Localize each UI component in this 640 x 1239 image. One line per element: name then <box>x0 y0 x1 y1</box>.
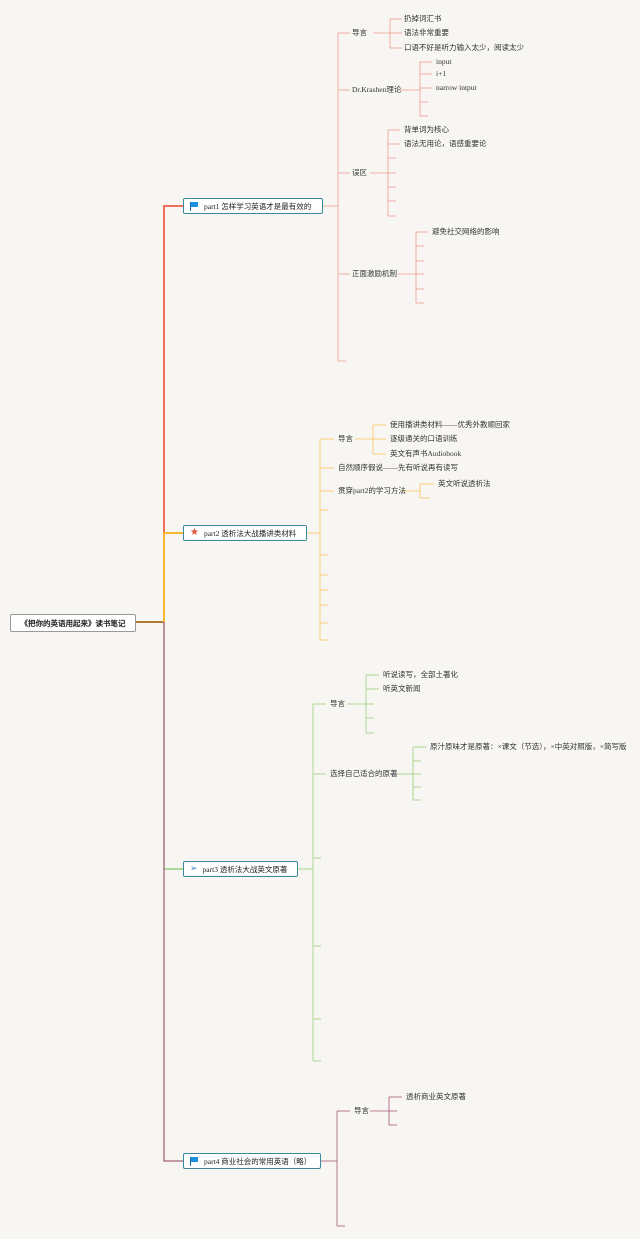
part3-topic[interactable]: ➢ part3 透析法大战英文原著 <box>183 861 298 877</box>
part1-mistakes-item-2[interactable]: 语法无用论，语感重要论 <box>404 139 487 148</box>
part1-motivation-item-1[interactable]: 避免社交网络的影响 <box>432 227 500 236</box>
part4-intro-label[interactable]: 导言 <box>354 1106 369 1115</box>
part4-title: part4 商业社会的常用英语（略） <box>204 1156 312 1166</box>
part2-title: part2 透析法大战播讲类材料 <box>203 528 297 538</box>
part3-intro-item-2[interactable]: 听英文新闻 <box>383 684 421 693</box>
part1-mistakes-label[interactable]: 误区 <box>352 168 367 177</box>
part2-method-label[interactable]: 贯穿part2的学习方法 <box>338 486 406 495</box>
part1-motivation-label[interactable]: 正面激励机制 <box>352 269 397 278</box>
part3-choose-item-1[interactable]: 原汁原味才是原著：×课文（节选），×中英对照版，×简写版 <box>430 742 627 751</box>
part2-intro-item-1[interactable]: 使用播讲类材料——优秀外教顺回家 <box>390 420 510 429</box>
part2-intro-label[interactable]: 导言 <box>338 434 353 443</box>
part1-intro-label[interactable]: 导言 <box>352 28 367 37</box>
part3-title: part3 透析法大战英文原著 <box>202 864 288 874</box>
star-icon: ★ <box>190 527 199 538</box>
part1-intro-item-1[interactable]: 扔掉词汇书 <box>404 14 442 23</box>
part4-intro-item-1[interactable]: 透析商业英文原著 <box>406 1092 466 1101</box>
part1-topic[interactable]: part1 怎样学习英语才是最有效的 <box>183 198 323 214</box>
flag-icon <box>190 1156 199 1166</box>
part3-intro-label[interactable]: 导言 <box>330 699 345 708</box>
part3-intro-item-1[interactable]: 听说读写，全部土著化 <box>383 670 458 679</box>
root-topic[interactable]: 《把你的英语用起来》读书笔记 <box>10 614 136 632</box>
part4-topic[interactable]: part4 商业社会的常用英语（略） <box>183 1153 321 1169</box>
paper-plane-icon: ➢ <box>190 863 198 874</box>
part1-krashen-item-2[interactable]: i+1 <box>436 69 447 78</box>
part1-krashen-item-1[interactable]: input <box>436 57 452 66</box>
part2-intro-item-3[interactable]: 英文有声书Audiobook <box>390 449 462 458</box>
part1-intro-item-2[interactable]: 语法非常重要 <box>404 28 449 37</box>
part2-method-item-1[interactable]: 英文听说透析法 <box>438 479 491 488</box>
part2-topic[interactable]: ★ part2 透析法大战播讲类材料 <box>183 525 307 541</box>
part3-choose-label[interactable]: 选择自己适合的原著 <box>330 769 398 778</box>
flag-icon <box>190 201 199 211</box>
part1-title: part1 怎样学习英语才是最有效的 <box>204 201 312 211</box>
part2-intro-item-2[interactable]: 逐级通关的口语训练 <box>390 434 458 443</box>
part1-intro-item-3[interactable]: 口语不好是听力输入太少，阅读太少 <box>404 43 524 52</box>
part1-krashen-item-3[interactable]: narrow intput <box>436 83 477 92</box>
part1-mistakes-item-1[interactable]: 背单词为核心 <box>404 125 449 134</box>
part1-krashen-label[interactable]: Dr.Krashen理论 <box>352 85 402 94</box>
part2-natural-label[interactable]: 自然顺序假说——先有听说再有读写 <box>338 463 458 472</box>
